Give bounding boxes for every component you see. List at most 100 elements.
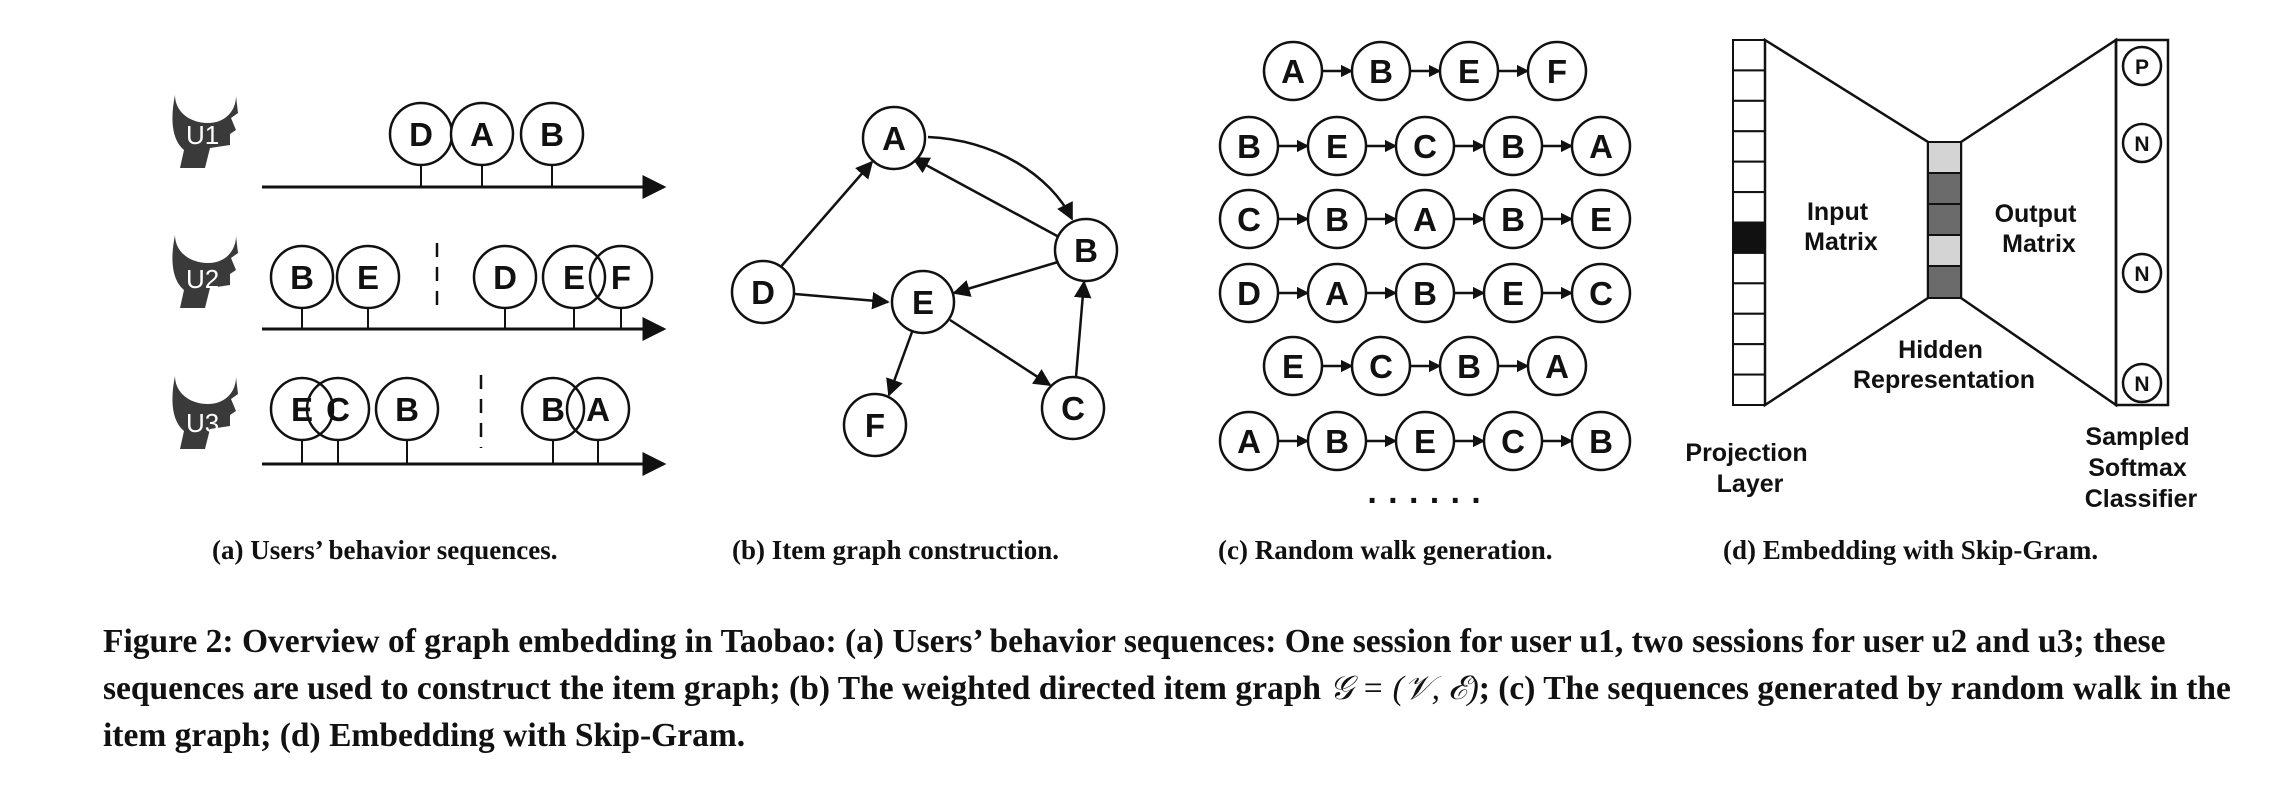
hidden-label-line: Hidden (1898, 336, 1983, 364)
walk-node-label: C (1589, 275, 1613, 312)
item-bubble-b: B (269, 244, 335, 329)
output-matrix-line: Matrix (2002, 230, 2076, 258)
walk-node (1570, 410, 1632, 472)
projection-label-line: Layer (1717, 470, 1784, 498)
edge-c-b (1073, 280, 1092, 378)
caption-panel-c: (c) Random walk generation. (1218, 535, 1553, 565)
item-label: B (290, 259, 314, 296)
caption-panel-d: (d) Embedding with Skip-Gram. (1723, 535, 2099, 565)
walk-node-label: B (1413, 275, 1437, 312)
hidden-label-line: Representation (1853, 366, 2035, 394)
item-bubble-e: E (541, 244, 607, 329)
projection-layer-label: Projection Layer (1685, 439, 1814, 498)
projection-cell (1732, 373, 1766, 407)
walk-node-label: A (1589, 128, 1613, 165)
projection-cell (1732, 160, 1766, 194)
item-label: C (326, 391, 350, 428)
node-label: D (751, 274, 775, 311)
classifier-label-line: Softmax (2088, 454, 2187, 482)
user-row-u2: U2 B E D E (172, 235, 667, 341)
item-label: B (540, 116, 564, 153)
item-bubble-d: D (388, 101, 454, 187)
walk-node-label: A (1545, 348, 1569, 385)
walk-node-label: E (1590, 201, 1612, 238)
walk-node-label: B (1501, 201, 1525, 238)
walk-node-label: F (1547, 53, 1567, 90)
projection-cell (1732, 191, 1766, 224)
edge-a-b (927, 135, 1074, 221)
walk-node-label: B (1589, 423, 1613, 460)
item-label: A (470, 116, 494, 153)
output-node-label: N (2134, 133, 2149, 156)
walk-node (1570, 262, 1632, 324)
output-node-label: N (2134, 373, 2149, 396)
walk-node-label: D (1237, 275, 1261, 312)
walk-node-label: C (1501, 423, 1525, 460)
output-node-label: P (2135, 56, 2149, 79)
item-bubble-c: C (305, 376, 371, 464)
item-bubble-a: A (449, 101, 515, 187)
walk-node (1570, 115, 1632, 177)
edge-e-c (949, 318, 1052, 387)
graph-node-e: E (890, 269, 956, 335)
classifier-label: Sampled Softmax Classifier (2085, 423, 2198, 513)
output-matrix-label: Output Matrix (1995, 200, 2084, 258)
hidden-representation-label: Hidden Representation (1853, 336, 2035, 394)
walk-node-label: A (1237, 423, 1261, 460)
walk-node (1526, 40, 1588, 102)
edge-b-e (952, 260, 1059, 297)
walk-node-label: B (1325, 423, 1349, 460)
item-bubble-b: B (520, 376, 586, 464)
node-label: C (1061, 390, 1085, 427)
user-head-icon: U1 (172, 95, 238, 168)
hidden-representation (1927, 141, 1962, 299)
walk-node-label: C (1369, 348, 1393, 385)
user-row-u3: U3 E C B B (172, 375, 667, 476)
projection-cell (1732, 251, 1766, 285)
walk-ellipsis: · · · · · · (1367, 482, 1482, 520)
walk-node-label: B (1325, 201, 1349, 238)
user-head-icon: U2 (172, 235, 238, 308)
item-label: D (493, 259, 517, 296)
projection-label-line: Projection (1685, 439, 1807, 467)
projection-cell (1732, 130, 1766, 163)
graph-node-a: A (861, 105, 927, 171)
projection-cell (1732, 343, 1766, 376)
classifier-label-line: Sampled (2085, 423, 2189, 451)
walk-node-label: A (1413, 201, 1437, 238)
walk-node (1526, 335, 1588, 397)
walk-node-label: A (1325, 275, 1349, 312)
graph-node-d: D (730, 259, 796, 325)
edge-d-e (794, 291, 890, 310)
projection-cell (1732, 99, 1766, 133)
projection-cell (1732, 39, 1766, 72)
user-label-u2: U2 (186, 264, 219, 294)
input-matrix-label: Input Matrix (1804, 198, 1878, 256)
caption-panel-b: (b) Item graph construction. (732, 535, 1059, 565)
output-matrix-line: Output (1995, 200, 2078, 228)
walk-node-label: E (1458, 53, 1480, 90)
user-head-icon: U3 (172, 376, 238, 449)
panel-b-item-graph: A B C D E F (730, 105, 1119, 458)
item-label: E (563, 259, 585, 296)
caption-math: 𝒢 = (𝒱, ℰ) (1329, 670, 1479, 707)
walk-node-label: B (1501, 128, 1525, 165)
node-label: F (865, 407, 885, 444)
item-bubble-b: B (519, 101, 585, 187)
output-node-n: N (2121, 362, 2163, 404)
walk-node-label: B (1369, 53, 1393, 90)
walk-node-label: E (1282, 348, 1304, 385)
walk-node-label: E (1502, 275, 1524, 312)
caption-text-end: ; (c) The sequences generated by random … (103, 670, 2231, 754)
user-label-u3: U3 (186, 408, 219, 438)
item-bubble-e: E (335, 244, 401, 329)
item-label: A (586, 391, 610, 428)
item-label: B (541, 391, 565, 428)
